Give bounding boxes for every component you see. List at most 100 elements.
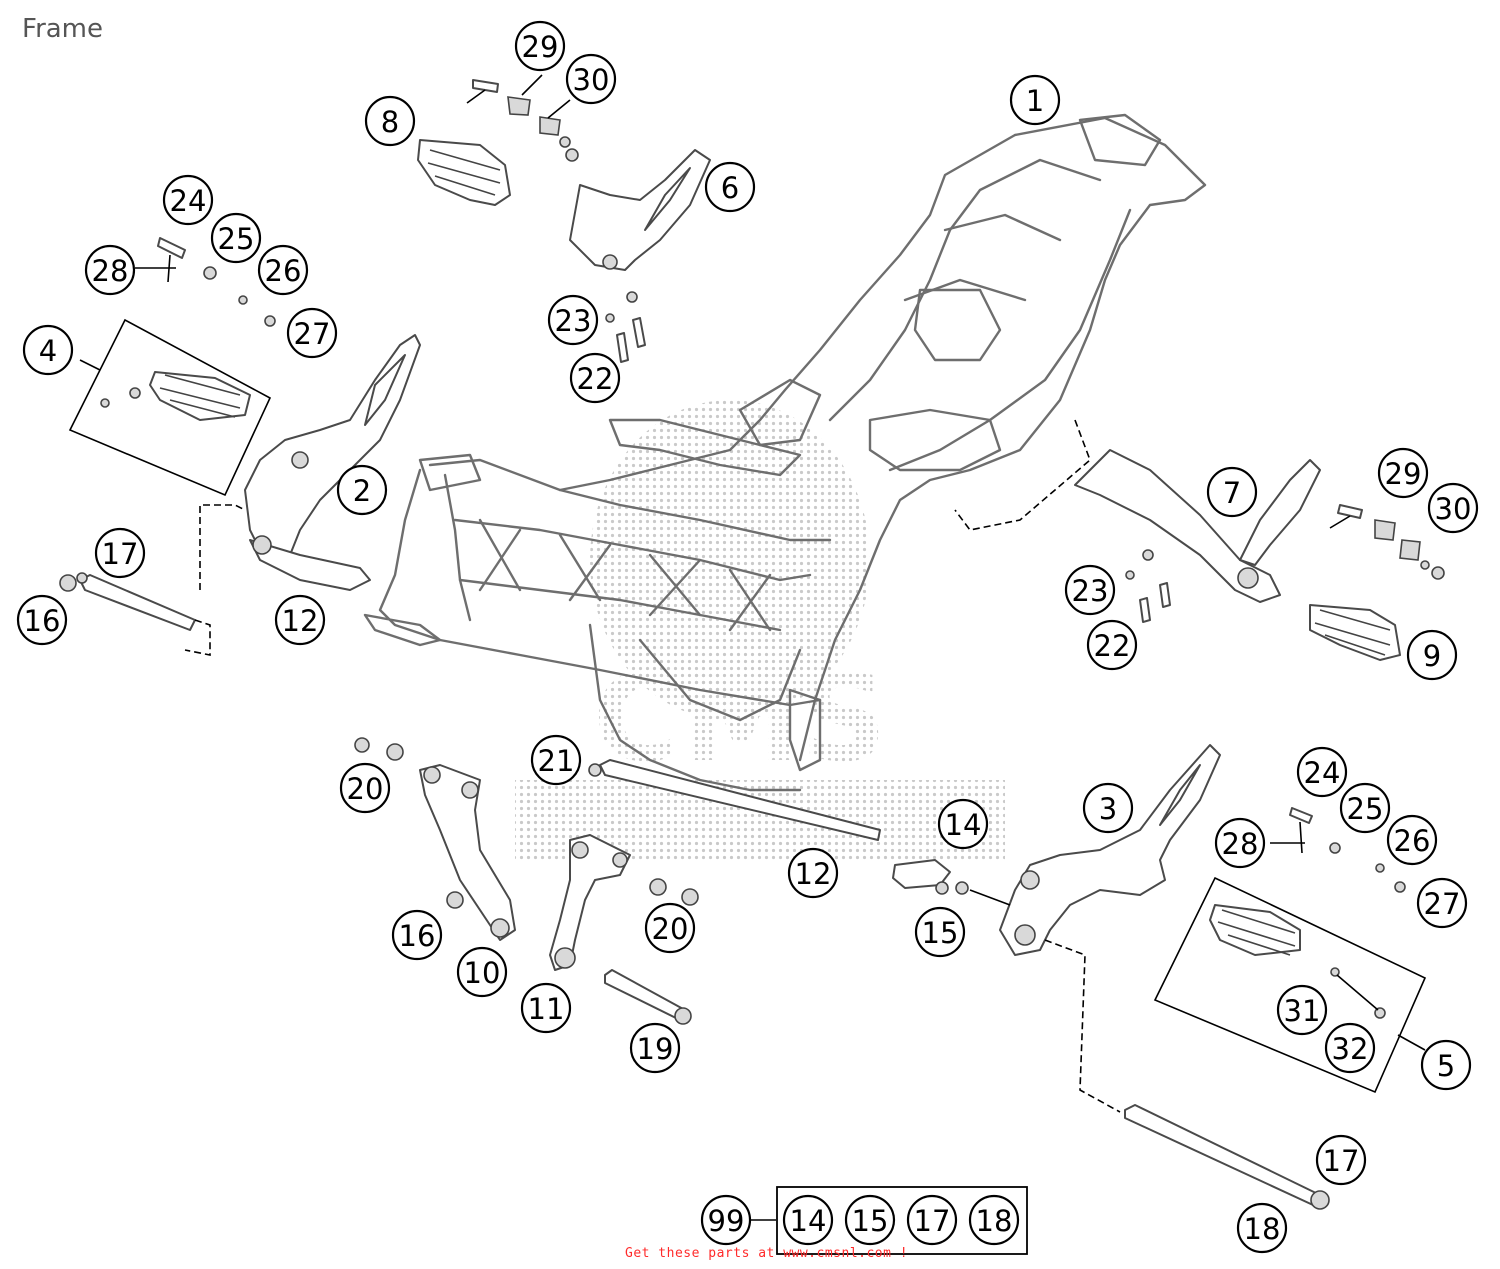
- kit-item-15: 15: [844, 1194, 896, 1246]
- callout-27: 27: [286, 307, 338, 359]
- callout-circle: [1236, 1202, 1288, 1254]
- callout-number: 31: [1284, 994, 1321, 1028]
- upper-bracket: [569, 149, 711, 271]
- callout-circle: [1064, 564, 1116, 616]
- right-footrest-bracket: [999, 744, 1221, 956]
- callout-number: 1: [1026, 84, 1044, 118]
- callout-number: 30: [573, 63, 610, 97]
- callout-27: 27: [1416, 877, 1468, 929]
- upper-hardware: [466, 79, 579, 162]
- callout-29: 29: [1377, 447, 1429, 499]
- callout-circle: [787, 847, 839, 899]
- callout-circle: [456, 946, 508, 998]
- callout-3: 3: [1082, 782, 1134, 834]
- callout-circle: [547, 294, 599, 346]
- callout-number: 15: [922, 916, 959, 950]
- callout-number: 19: [637, 1032, 674, 1066]
- callout-circle: [1315, 1134, 1367, 1186]
- callout-number: 11: [528, 992, 565, 1026]
- callout-15: 15: [914, 906, 966, 958]
- callout-number: 8: [381, 105, 399, 139]
- callout-circle: [286, 307, 338, 359]
- callout-circle: [16, 594, 68, 646]
- footer-link[interactable]: Get these parts at www.cmsnl.com !: [625, 1246, 909, 1261]
- callout-20: 20: [339, 762, 391, 814]
- lower-pin: [1044, 939, 1330, 1210]
- callout-circle: [1009, 74, 1061, 126]
- kit-item-circle: [968, 1194, 1020, 1246]
- callout-30: 30: [1427, 482, 1479, 534]
- callout-circle: [339, 762, 391, 814]
- callout-circle: [162, 174, 214, 226]
- callout-17: 17: [1315, 1134, 1367, 1186]
- rubber-footpeg-upper: [417, 139, 511, 206]
- callout-circle: [1427, 482, 1479, 534]
- callout-number: 26: [265, 254, 302, 288]
- callout-16: 16: [391, 909, 443, 961]
- callout-circle: [274, 594, 326, 646]
- callout-circle: [1276, 984, 1328, 1036]
- callout-circle: [914, 906, 966, 958]
- kit-item-circle: [906, 1194, 958, 1246]
- callout-circle: [1377, 447, 1429, 499]
- callout-number: 9: [1423, 639, 1441, 673]
- left-footrest-bracket: [244, 334, 421, 591]
- right-pin-parts: [892, 859, 1011, 906]
- callout-number: 25: [218, 222, 255, 256]
- callout-17: 17: [94, 527, 146, 579]
- callout-number: 22: [1094, 629, 1131, 663]
- long-bolts: [599, 759, 881, 1025]
- callout-5: 5: [1420, 1039, 1472, 1091]
- callout-99: 99: [700, 1194, 752, 1246]
- callout-19: 19: [629, 1022, 681, 1074]
- callout-6: 6: [704, 161, 756, 213]
- callout-circle: [1296, 746, 1348, 798]
- callout-2: 2: [336, 464, 388, 516]
- callout-number: 17: [1323, 1144, 1360, 1178]
- callout-number: 17: [102, 537, 139, 571]
- callout-number: 20: [347, 772, 384, 806]
- callout-circle: [257, 244, 309, 296]
- callout-14: 14: [937, 798, 989, 850]
- callout-32: 32: [1324, 1022, 1376, 1074]
- right-hardware: [1125, 504, 1445, 623]
- callout-circle: [1086, 619, 1138, 671]
- callout-26: 26: [1386, 814, 1438, 866]
- callout-circle: [937, 798, 989, 850]
- callout-number: 12: [795, 857, 832, 891]
- callout-number: 7: [1223, 476, 1241, 510]
- callout-circle: [629, 1022, 681, 1074]
- callout-circle: [1206, 466, 1258, 518]
- callout-number: 25: [1347, 792, 1384, 826]
- page-title: Frame: [22, 14, 104, 44]
- callout-circle: [210, 212, 262, 264]
- callout-circle: [1386, 814, 1438, 866]
- callout-circle: [1082, 782, 1134, 834]
- callout-circle: [364, 95, 416, 147]
- callout-20: 20: [644, 902, 696, 954]
- callout-number: 28: [92, 254, 129, 288]
- callout-number: 29: [522, 30, 559, 64]
- callout-number: 32: [1332, 1032, 1369, 1066]
- callout-number: 6: [721, 171, 739, 205]
- callout-number: 22: [577, 362, 614, 396]
- callout-23: 23: [1064, 564, 1116, 616]
- kit-item-18: 18: [968, 1194, 1020, 1246]
- callout-11: 11: [520, 982, 572, 1034]
- main-frame: [363, 113, 1207, 792]
- callout-circle: [94, 527, 146, 579]
- right-rear-bracket: [954, 419, 1321, 603]
- callout-number: 16: [399, 919, 436, 953]
- left-hardware: [135, 237, 276, 327]
- callout-number: 26: [1394, 824, 1431, 858]
- kit-item-number: 15: [852, 1204, 889, 1238]
- callout-number: 10: [464, 956, 501, 990]
- upper-bolts: [605, 291, 646, 363]
- callout-number: 28: [1222, 827, 1259, 861]
- callout-26: 26: [257, 244, 309, 296]
- spacers: [354, 737, 699, 909]
- callout-31: 31: [1276, 984, 1328, 1036]
- callout-circle: [1406, 629, 1458, 681]
- callout-24: 24: [1296, 746, 1348, 798]
